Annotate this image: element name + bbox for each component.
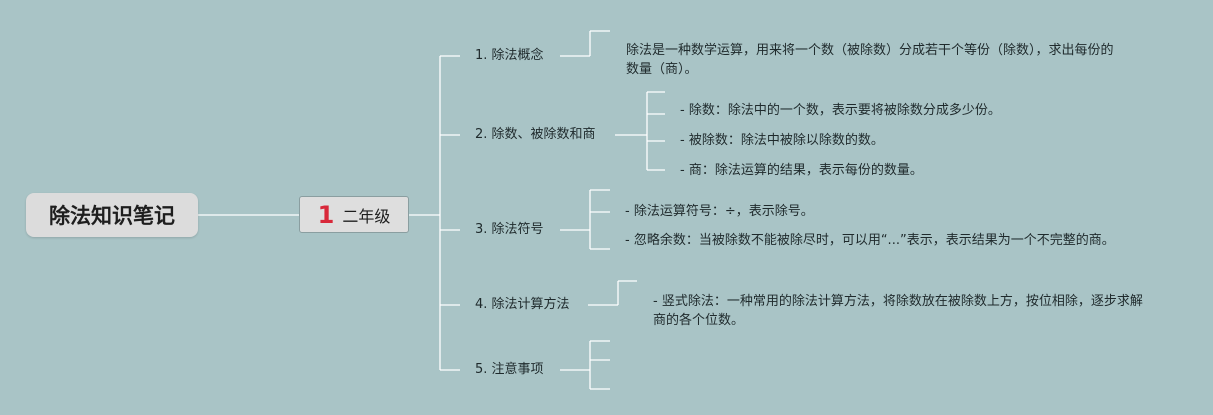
grade-node[interactable]: 1 二年级 bbox=[299, 196, 409, 233]
leaf-node[interactable]: - 除法运算符号：÷，表示除号。 bbox=[625, 202, 814, 221]
branch-label: 3. 除法符号 bbox=[475, 222, 544, 237]
branch-label: 1. 除法概念 bbox=[475, 48, 544, 63]
root-node[interactable]: 除法知识笔记 bbox=[26, 193, 198, 237]
leaf-node[interactable]: - 竖式除法：一种常用的除法计算方法，将除数放在被除数上方，按位相除，逐步求解商… bbox=[653, 292, 1153, 330]
grade-number-icon: 1 bbox=[317, 200, 335, 229]
leaf-node[interactable]: - 被除数：除法中被除以除数的数。 bbox=[680, 131, 884, 150]
branch-node-terms[interactable]: 2. 除数、被除数和商 bbox=[475, 127, 596, 143]
branch-node-method[interactable]: 4. 除法计算方法 bbox=[475, 297, 570, 313]
branch-label: 5. 注意事项 bbox=[475, 362, 544, 377]
branch-label: 4. 除法计算方法 bbox=[475, 297, 570, 312]
leaf-text: - 商：除法运算的结果，表示每份的数量。 bbox=[680, 163, 923, 178]
leaf-text: - 被除数：除法中被除以除数的数。 bbox=[680, 133, 884, 148]
leaf-text: - 竖式除法：一种常用的除法计算方法，将除数放在被除数上方，按位相除，逐步求解商… bbox=[653, 294, 1143, 328]
leaf-text: - 除数：除法中的一个数，表示要将被除数分成多少份。 bbox=[680, 103, 1001, 118]
leaf-node[interactable]: - 忽略余数：当被除数不能被除尽时，可以用“...”表示，表示结果为一个不完整的… bbox=[625, 231, 1125, 250]
branch-node-concept[interactable]: 1. 除法概念 bbox=[475, 48, 544, 64]
leaf-node[interactable]: - 除数：除法中的一个数，表示要将被除数分成多少份。 bbox=[680, 101, 1001, 120]
branch-node-symbol[interactable]: 3. 除法符号 bbox=[475, 222, 544, 238]
branch-label: 2. 除数、被除数和商 bbox=[475, 127, 596, 142]
leaf-text: - 忽略余数：当被除数不能被除尽时，可以用“...”表示，表示结果为一个不完整的… bbox=[625, 233, 1115, 248]
leaf-text: 除法是一种数学运算，用来将一个数（被除数）分成若干个等份（除数），求出每份的数量… bbox=[626, 43, 1114, 77]
grade-label: 二年级 bbox=[342, 206, 391, 226]
root-title: 除法知识笔记 bbox=[49, 204, 175, 228]
leaf-node[interactable]: 除法是一种数学运算，用来将一个数（被除数）分成若干个等份（除数），求出每份的数量… bbox=[626, 41, 1126, 79]
branch-node-notes[interactable]: 5. 注意事项 bbox=[475, 362, 544, 378]
leaf-text: - 除法运算符号：÷，表示除号。 bbox=[625, 204, 814, 219]
leaf-node[interactable]: - 商：除法运算的结果，表示每份的数量。 bbox=[680, 161, 923, 180]
